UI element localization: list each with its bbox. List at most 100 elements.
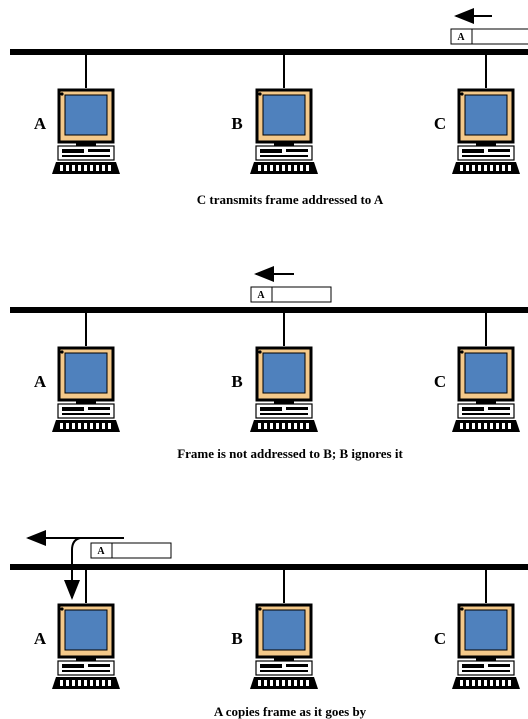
keyboard-key: [490, 423, 493, 429]
drive-slot: [62, 149, 84, 153]
keyboard-key: [60, 423, 63, 429]
unit-trim: [462, 670, 510, 672]
power-led: [60, 607, 64, 611]
keyboard-key: [294, 165, 297, 171]
keyboard-key: [306, 423, 309, 429]
keyboard-key: [508, 423, 511, 429]
keyboard-key: [270, 423, 273, 429]
frame-box: [90, 542, 172, 559]
keyboard-key: [78, 680, 81, 686]
monitor-screen: [64, 352, 108, 394]
panel-caption: A copies frame as it goes by: [214, 704, 367, 719]
bus-cable: [10, 307, 528, 313]
keyboard-key: [508, 680, 511, 686]
keyboard-key: [264, 423, 267, 429]
keyboard-key: [276, 680, 279, 686]
drive-slot: [462, 664, 484, 668]
monitor-neck: [274, 400, 294, 404]
keyboard-key: [96, 423, 99, 429]
keyboard-key: [294, 423, 297, 429]
keyboard-key: [60, 680, 63, 686]
bus-cable: [10, 49, 528, 55]
monitor-screen: [64, 609, 108, 651]
keyboard-key: [466, 423, 469, 429]
keyboard-key: [472, 680, 475, 686]
keyboard-key: [282, 423, 285, 429]
station-label-b: B: [231, 114, 242, 133]
keyboard-key: [282, 680, 285, 686]
computer-b: [250, 346, 318, 432]
monitor-screen: [64, 94, 108, 136]
station-label-b: B: [231, 372, 242, 391]
monitor-neck: [476, 142, 496, 146]
keyboard-key: [258, 680, 261, 686]
keyboard-key: [90, 165, 93, 171]
unit-trim: [462, 413, 510, 415]
keyboard-key: [72, 680, 75, 686]
unit-trim: [62, 155, 110, 157]
drive-slot: [488, 664, 510, 667]
keyboard-key: [460, 165, 463, 171]
keyboard-key: [478, 423, 481, 429]
station-label-c: C: [434, 629, 446, 648]
keyboard-key: [472, 423, 475, 429]
keyboard-key: [496, 423, 499, 429]
keyboard-key: [84, 423, 87, 429]
keyboard-key: [78, 423, 81, 429]
keyboard-key: [466, 680, 469, 686]
keyboard-key: [288, 165, 291, 171]
drive-slot: [260, 407, 282, 411]
monitor-neck: [476, 400, 496, 404]
keyboard-key: [90, 680, 93, 686]
drive-slot: [260, 149, 282, 153]
keyboard-key: [72, 165, 75, 171]
keyboard-key: [472, 165, 475, 171]
keyboard-key: [270, 165, 273, 171]
keyboard-key: [484, 423, 487, 429]
keyboard-key: [300, 165, 303, 171]
panel-caption: C transmits frame addressed to A: [197, 192, 384, 207]
power-led: [60, 350, 64, 354]
keyboard-key: [72, 423, 75, 429]
power-led: [460, 92, 464, 96]
monitor-neck: [476, 657, 496, 661]
keyboard-key: [490, 165, 493, 171]
keyboard-key: [66, 680, 69, 686]
keyboard-key: [508, 165, 511, 171]
keyboard-key: [66, 423, 69, 429]
station-label-a: A: [34, 114, 47, 133]
keyboard-key: [96, 165, 99, 171]
keyboard-key: [84, 680, 87, 686]
drive-slot: [286, 149, 308, 152]
keyboard-key: [496, 680, 499, 686]
station-label-b: B: [231, 629, 242, 648]
keyboard-key: [258, 423, 261, 429]
keyboard-key: [264, 680, 267, 686]
panel-caption: Frame is not addressed to B; B ignores i…: [177, 446, 403, 461]
keyboard-key: [276, 165, 279, 171]
computer-a: [52, 88, 120, 174]
keyboard-key: [502, 423, 505, 429]
monitor-screen: [464, 352, 508, 394]
power-led: [460, 350, 464, 354]
monitor-neck: [274, 142, 294, 146]
panel-3: A B C A A copies frame as it goes by: [10, 530, 528, 719]
unit-trim: [260, 670, 308, 672]
keyboard-key: [478, 165, 481, 171]
keyboard-key: [108, 165, 111, 171]
computer-c: [452, 346, 520, 432]
unit-trim: [62, 670, 110, 672]
drive-slot: [88, 664, 110, 667]
keyboard-key: [502, 165, 505, 171]
monitor-neck: [76, 400, 96, 404]
station-label-a: A: [34, 629, 47, 648]
bus-cable: [10, 564, 528, 570]
drive-slot: [286, 407, 308, 410]
keyboard-key: [484, 680, 487, 686]
frame-address-label: A: [257, 290, 265, 301]
keyboard-key: [102, 423, 105, 429]
frame-address-label: A: [97, 546, 105, 557]
